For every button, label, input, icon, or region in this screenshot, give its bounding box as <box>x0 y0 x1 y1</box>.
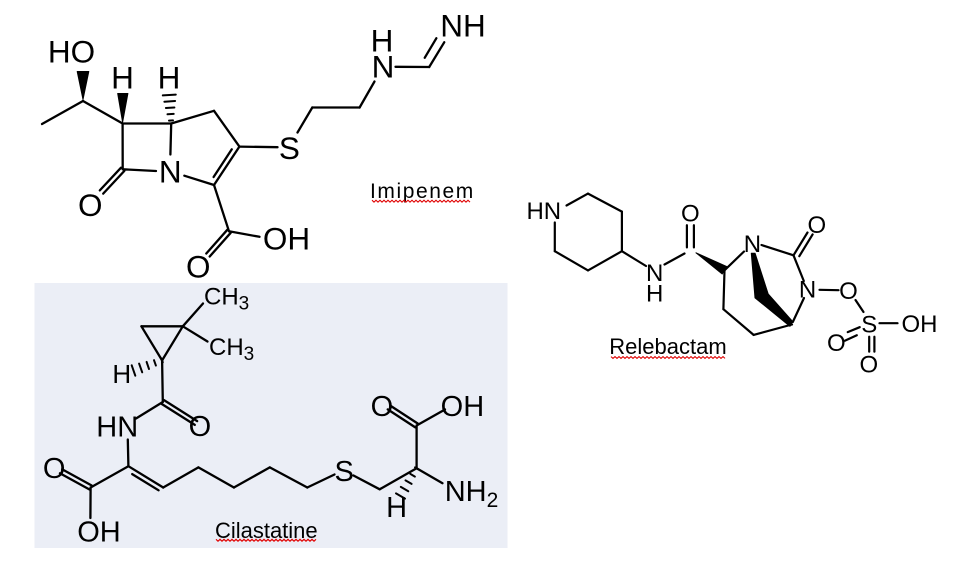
svg-text:O: O <box>43 453 66 485</box>
svg-text:N: N <box>159 154 182 190</box>
svg-text:NH: NH <box>440 7 486 43</box>
svg-text:H: H <box>371 22 394 58</box>
svg-text:S: S <box>279 130 300 166</box>
svg-text:HN: HN <box>526 198 561 225</box>
svg-text:H: H <box>112 359 131 389</box>
svg-text:S: S <box>335 456 354 488</box>
svg-text:H: H <box>158 59 181 95</box>
svg-text:OH: OH <box>263 220 310 256</box>
svg-text:Relebactam: Relebactam <box>609 334 726 359</box>
svg-text:OH: OH <box>441 391 485 423</box>
svg-text:OH: OH <box>77 516 121 548</box>
svg-text:OH: OH <box>902 311 938 338</box>
svg-text:O: O <box>807 212 826 239</box>
svg-text:O: O <box>681 201 700 228</box>
svg-text:HO: HO <box>48 33 95 69</box>
svg-text:N: N <box>799 276 816 303</box>
svg-text:O: O <box>78 187 103 223</box>
svg-text:N: N <box>646 260 663 287</box>
svg-text:HN: HN <box>96 412 138 444</box>
svg-text:O: O <box>371 391 394 423</box>
svg-text:O: O <box>839 278 858 305</box>
svg-text:O: O <box>827 330 846 357</box>
svg-text:O: O <box>859 352 878 379</box>
svg-text:N: N <box>372 49 395 85</box>
svg-text:N: N <box>744 231 761 258</box>
svg-text:H: H <box>386 492 407 524</box>
svg-text:H: H <box>646 281 663 308</box>
svg-text:S: S <box>861 311 877 338</box>
svg-text:O: O <box>189 411 212 443</box>
svg-text:H: H <box>111 59 134 95</box>
svg-text:Imipenem: Imipenem <box>370 180 473 203</box>
svg-text:Cilastatine: Cilastatine <box>215 518 318 543</box>
